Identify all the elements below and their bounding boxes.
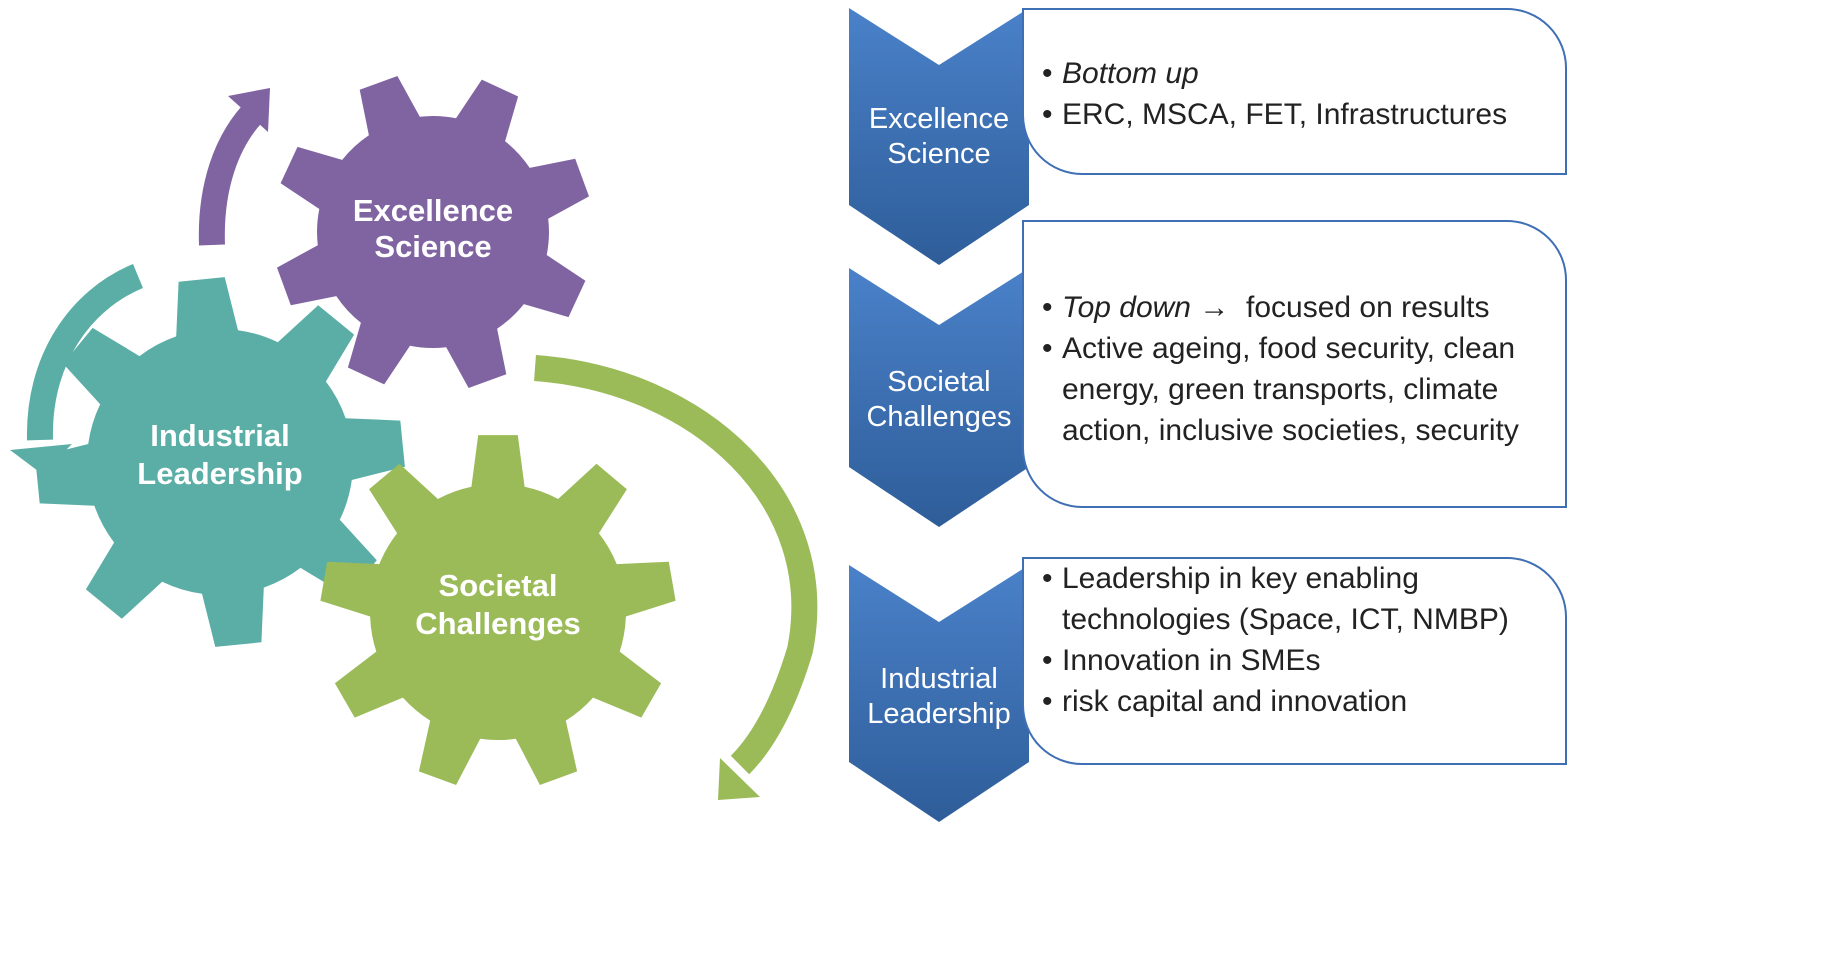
right-arrow-icon: → — [1199, 291, 1230, 324]
societal-cycle-arrow — [534, 355, 818, 800]
societal-bullets: •Top down → focused on results •Active a… — [1042, 287, 1562, 451]
industrial-gear-label-2: Leadership — [137, 456, 302, 491]
list-item: •ERC, MSCA, FET, Infrastructures — [1042, 98, 1508, 131]
excellence-bullets: •Bottom up •ERC, MSCA, FET, Infrastructu… — [1042, 53, 1552, 135]
excellence-gear-label-2: Science — [374, 229, 491, 264]
industrial-details-box — [1022, 557, 1567, 765]
excellence-cycle-arrow — [198, 88, 270, 246]
industrial-gear-label-1: Industrial — [150, 418, 290, 453]
list-item: •risk capital and innovation — [1042, 685, 1408, 718]
industrial-leadership-gear: Industrial Leadership — [35, 277, 405, 647]
excellence-details-box — [1022, 8, 1567, 175]
list-item: •Bottom up — [1042, 57, 1199, 90]
excellence-gear-label-1: Excellence — [353, 193, 513, 228]
societal-details-box — [1022, 220, 1567, 508]
list-item: • Innovation in SMEs — [1042, 644, 1321, 677]
societal-gear-label-2: Challenges — [415, 606, 580, 641]
list-item: •Top down → focused on results — [1042, 291, 1490, 324]
societal-gear-label-1: Societal — [439, 568, 558, 603]
societal-challenges-gear: Societal Challenges — [320, 435, 676, 785]
gear-diagram: Excellence Science Industrial Leadership… — [10, 76, 818, 800]
excellence-science-gear: Excellence Science — [277, 76, 589, 388]
